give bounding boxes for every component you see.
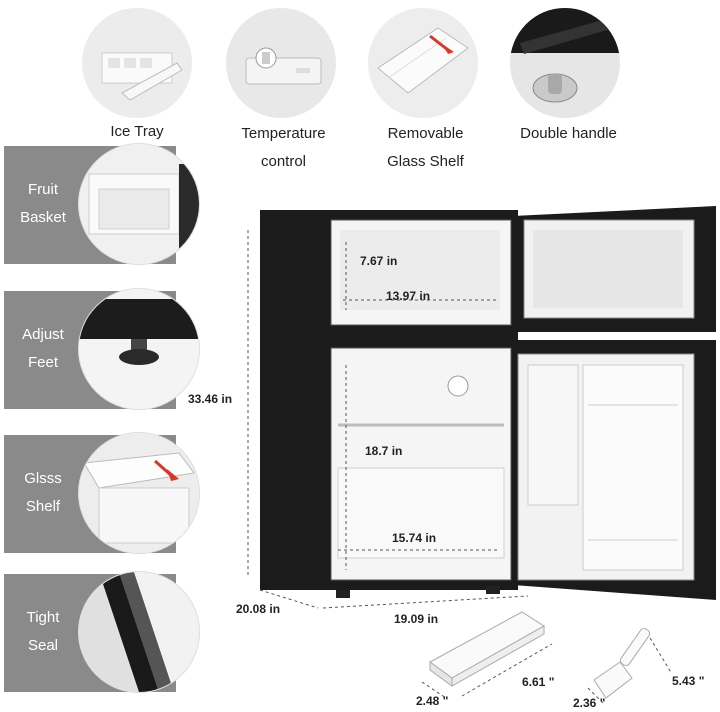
tight-seal-label-1: Tight [26,609,60,626]
foot-icon [79,289,199,409]
handle-icon [510,8,620,103]
ice-tray-accessory [421,611,553,699]
scraper-length-dim: 5.43 " [672,674,705,688]
refrigerator-illustration [247,206,716,609]
glass-shelf-label-1: Glsss [24,470,62,487]
ice-tray-circle [82,8,192,118]
width-dim: 19.09 in [394,612,439,626]
ice-tray-caption: Ice Tray [110,123,164,140]
seal-icon [79,572,199,692]
glass-shelf-side-circle [78,432,200,554]
double-handle-circle [510,8,620,118]
total-height-dim: 33.46 in [188,392,233,406]
fruit-basket-label-2: Basket [20,209,66,226]
freezer-height-dim: 7.67 in [360,254,398,268]
tray-width-dim: 2.48 " [416,694,449,708]
scraper-width-dim: 2.36 " [573,696,606,710]
adjust-feet-label-2: Feet [27,354,58,371]
glass-shelf-caption-1: Removable [387,125,464,142]
freezer-width-dim: 13.97 in [386,289,431,303]
ice-scraper-accessory [587,628,673,705]
basket-icon [79,144,199,264]
temperature-control-circle [226,8,336,118]
fruit-basket-circle [78,143,200,265]
fridge-height-dim: 18.7 in [365,444,403,458]
depth-dim: 20.08 in [236,602,281,616]
temperature-control-caption-1: Temperature [241,125,326,142]
glass-shelf-icon [377,27,469,94]
glass-shelf-label-2: Shelf [25,498,61,515]
glass-shelf-caption-2: Glass Shelf [387,153,464,170]
ice-tray-icon [101,52,183,101]
temperature-control-caption-2: control [260,153,307,170]
adjust-feet-label-1: Adjust [22,326,64,343]
glass-shelf-circle [368,8,478,118]
tray-length-dim: 6.61 " [522,675,555,689]
tight-seal-label-2: Seal [27,637,59,654]
fridge-width-dim: 15.74 in [392,531,437,545]
adjust-feet-circle [78,288,200,410]
tight-seal-circle [78,571,200,693]
fruit-basket-label-1: Fruit [28,181,58,198]
shelf-icon [79,433,199,553]
double-handle-caption: Double handle [520,125,617,142]
thermostat-icon [245,47,322,85]
